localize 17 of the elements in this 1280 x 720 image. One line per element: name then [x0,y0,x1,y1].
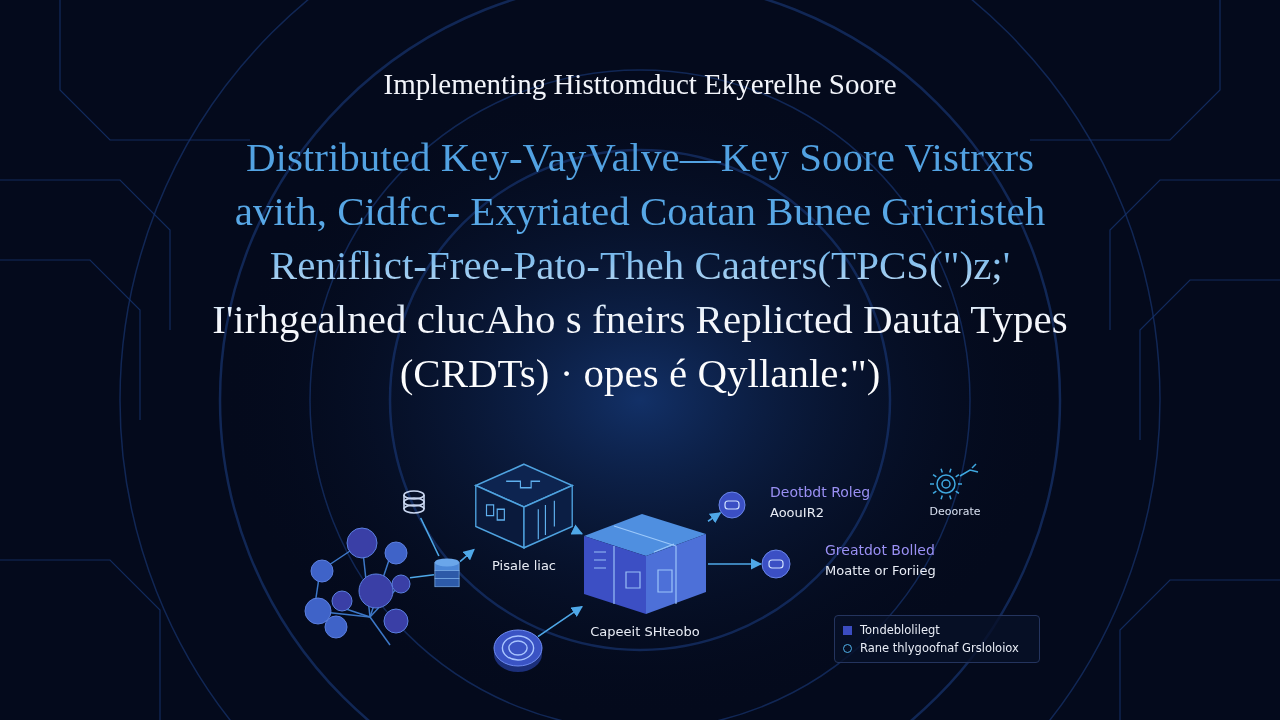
connector-line [419,517,440,557]
node-label: Pisale liac [492,558,556,573]
icon-caption: Deoorate [928,505,982,518]
subtitle: Implementing Histtomduct Ekyerelhe Soore [382,68,898,101]
arrow [537,605,583,638]
arrow [707,512,722,524]
node-label: Capeeit SHteobo [590,624,700,639]
node-caption: Greatdot Bolled [825,541,935,560]
arrow [570,524,583,535]
legend-label: Tondeblolilegt [860,623,940,637]
legend-label: Rane thlygoofnaf Grsloloiox [860,641,1019,655]
arrow [459,548,475,563]
node-caption: AoouIR2 [770,504,824,522]
node-caption: Moatte or Foriieg [825,562,936,580]
node-caption: Deotbdt Roleg [770,483,871,502]
connector-line [409,573,435,579]
arrow [707,558,763,570]
